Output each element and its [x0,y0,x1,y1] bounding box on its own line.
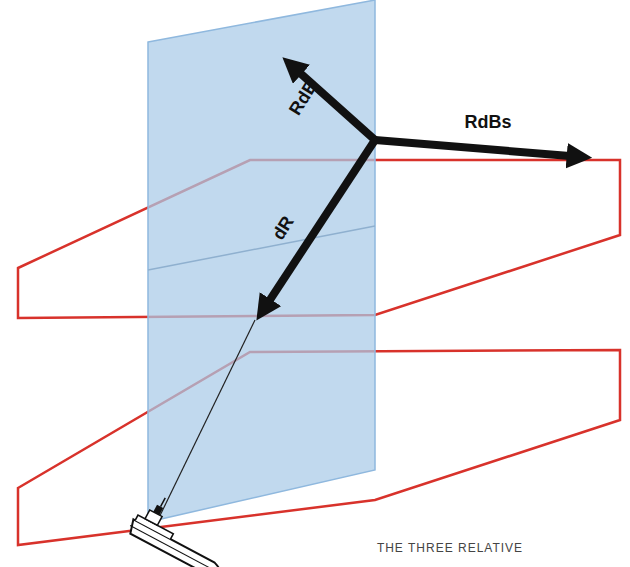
ship [127,489,239,567]
vertical-plane [148,0,375,522]
plane-intersection [148,226,375,270]
caption-text: THE THREE RELATIVE [377,542,523,554]
range-vector [262,140,375,312]
vector-label: RdBs [464,113,511,131]
bearing-vector [375,140,582,157]
sight-line [152,320,255,532]
